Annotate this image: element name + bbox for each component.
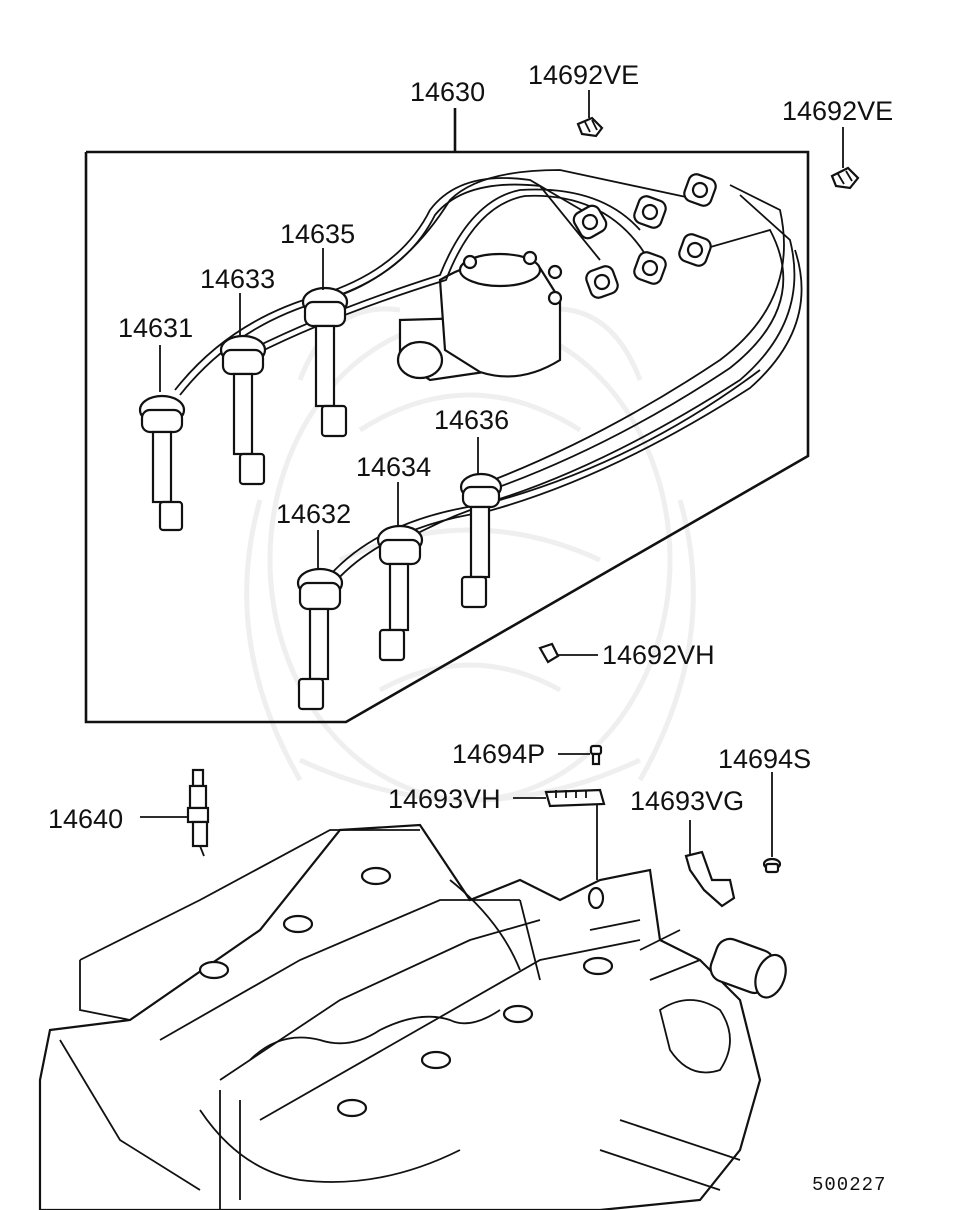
wire-set-box	[84, 108, 810, 724]
diagram-id: 500227	[812, 1174, 886, 1196]
label-14694p: 14694P	[452, 739, 545, 769]
clamp-14692ve-right	[830, 166, 860, 190]
label-14693vh: 14693VH	[388, 784, 501, 814]
wire-boot-14633	[219, 334, 267, 486]
label-14630: 14630	[410, 77, 485, 107]
clamp-14692vh	[538, 642, 560, 664]
label-14640: 14640	[48, 804, 123, 834]
label-14694s: 14694S	[718, 744, 811, 774]
label-14692vh: 14692VH	[602, 640, 715, 670]
label-14693vg: 14693VG	[630, 786, 744, 816]
label-14636: 14636	[434, 405, 509, 435]
clamp-14692ve-top	[576, 116, 604, 138]
label-14692ve-right: 14692VE	[782, 96, 893, 126]
label-14635: 14635	[280, 219, 355, 249]
distributor-boots	[572, 173, 717, 299]
label-14631: 14631	[118, 313, 193, 343]
bracket-14693vh	[544, 788, 606, 808]
leader-lines	[140, 90, 844, 880]
engine-head	[38, 823, 787, 1210]
bolt-14694p	[589, 744, 603, 766]
bracket-14693vg	[684, 850, 736, 908]
bolt-14694s	[762, 857, 782, 874]
label-14632: 14632	[276, 499, 351, 529]
distributor	[396, 250, 563, 382]
wire-boot-14636	[459, 472, 503, 609]
wire-boot-14631	[138, 394, 186, 532]
wire-boot-14635	[301, 286, 349, 438]
label-14633: 14633	[200, 264, 275, 294]
label-14692ve-top: 14692VE	[528, 60, 639, 90]
wire-boot-14634	[376, 524, 424, 662]
spark-plug-14640	[186, 768, 210, 857]
label-14634: 14634	[356, 452, 431, 482]
wire-boot-14632	[296, 567, 344, 711]
